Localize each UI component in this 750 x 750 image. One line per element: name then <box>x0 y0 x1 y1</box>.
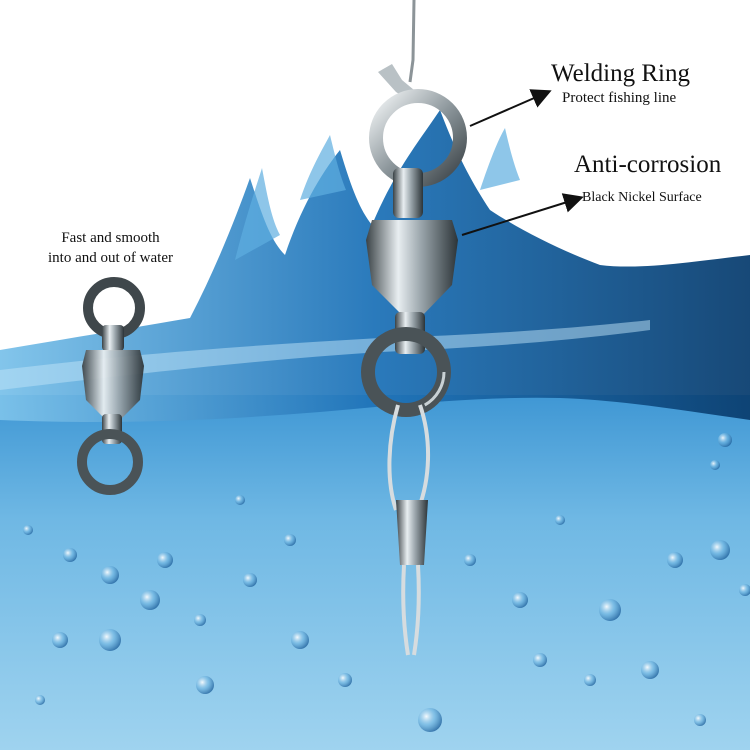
anti-corrosion-arrow <box>461 193 584 236</box>
bubble <box>667 552 683 568</box>
bubble <box>641 661 659 679</box>
fast-smooth-caption: Fast and smooth into and out of water <box>48 228 173 268</box>
bubble <box>599 599 621 621</box>
bubble <box>99 629 121 651</box>
welding-ring-title: Welding Ring <box>551 60 690 87</box>
anti-corrosion-title: Anti-corrosion <box>574 151 722 178</box>
wave-highlight <box>0 320 650 390</box>
bubble <box>63 548 77 562</box>
bubbles <box>23 433 750 732</box>
fast-caption-line-1: Fast and smooth <box>61 230 160 246</box>
bubble <box>157 552 173 568</box>
bubble <box>464 554 476 566</box>
welding-ring-arrow <box>469 89 552 127</box>
fishing-line <box>408 0 416 83</box>
bubble <box>52 632 68 648</box>
small-swivel-body <box>82 350 144 420</box>
bubble <box>694 714 706 726</box>
bubble <box>338 673 352 687</box>
bubble <box>555 515 565 525</box>
crimp-sleeve <box>396 500 428 565</box>
bubble <box>710 540 730 560</box>
bubble <box>291 631 309 649</box>
small-ball-bearing-swivel <box>77 277 145 495</box>
bubble <box>418 708 442 732</box>
bubble <box>235 495 245 505</box>
bubble <box>35 695 45 705</box>
bubble <box>533 653 547 667</box>
large-ball-bearing-swivel <box>361 89 467 417</box>
bubble <box>284 534 296 546</box>
fast-caption-line-2: into and out of water <box>48 250 173 266</box>
wire-strand <box>387 404 400 511</box>
steel-wire-leader <box>387 404 431 656</box>
bubble <box>101 566 119 584</box>
bubble <box>196 676 214 694</box>
underwater-area <box>0 395 750 750</box>
anti-corrosion-subtitle: Black Nickel Surface <box>582 190 702 205</box>
wire-strand <box>412 564 421 656</box>
bubble <box>512 592 528 608</box>
wire-strand <box>401 564 410 656</box>
bubble <box>23 525 33 535</box>
swivel-neck <box>393 168 423 218</box>
bubble <box>718 433 732 447</box>
bubble <box>739 584 750 596</box>
swivel-body <box>366 220 458 318</box>
bubble <box>243 573 257 587</box>
small-ring-bottom <box>77 429 143 495</box>
bubble <box>194 614 206 626</box>
welding-ring-subtitle: Protect fishing line <box>562 90 677 106</box>
bubble <box>710 460 720 470</box>
small-swivel-neck <box>102 325 124 351</box>
split-ring-highlight <box>366 332 446 412</box>
bubble <box>140 590 160 610</box>
bubble <box>584 674 596 686</box>
